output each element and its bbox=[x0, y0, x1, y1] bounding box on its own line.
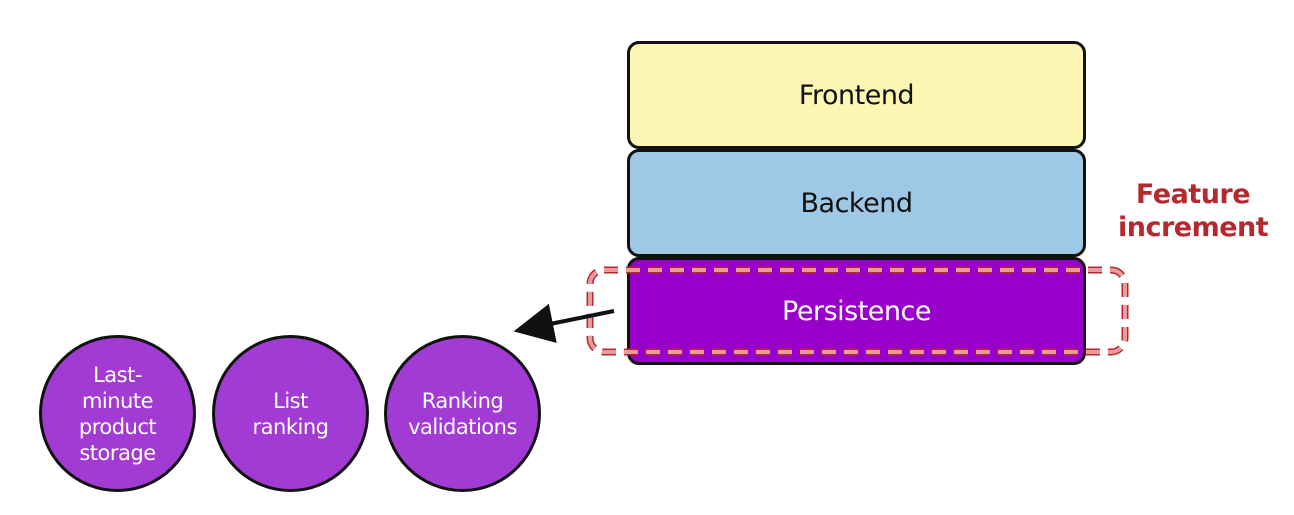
layer-persistence: Persistence bbox=[627, 257, 1086, 365]
layer-frontend-label: Frontend bbox=[798, 79, 915, 111]
layer-backend: Backend bbox=[627, 149, 1086, 257]
layer-frontend: Frontend bbox=[627, 41, 1086, 149]
layer-backend-label: Backend bbox=[800, 187, 913, 219]
subtask-label: Last- minute product storage bbox=[78, 362, 157, 465]
feature-increment-label: Feature increment bbox=[1118, 179, 1269, 243]
subtask-circle-last-minute-product-storage: Last- minute product storage bbox=[39, 335, 196, 492]
subtask-circle-ranking-validations: Ranking validations bbox=[384, 335, 541, 492]
subtask-label: List ranking bbox=[252, 388, 329, 439]
subtask-circle-list-ranking: List ranking bbox=[212, 335, 369, 492]
subtask-label: Ranking validations bbox=[408, 388, 517, 439]
layer-persistence-label: Persistence bbox=[782, 295, 931, 327]
decompose-arrow bbox=[513, 303, 615, 344]
